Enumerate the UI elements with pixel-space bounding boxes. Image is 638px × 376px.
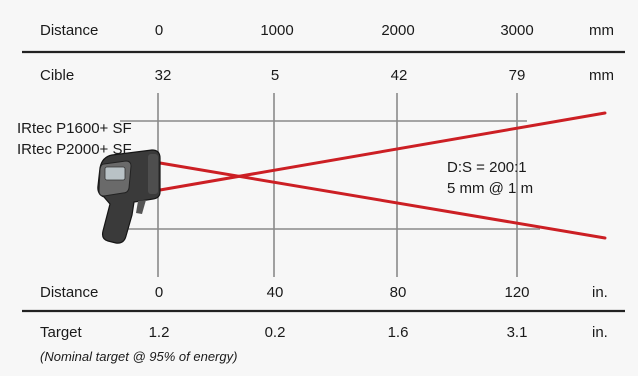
target-value-mm: 42 [391, 67, 408, 84]
beam-line-upper [158, 161, 607, 240]
target-label-cible: Cible [40, 67, 74, 84]
distance-value-in: 40 [267, 284, 284, 301]
ds-spot-line: 5 mm @ 1 m [447, 180, 533, 197]
target-value-in: 3.1 [507, 324, 528, 341]
beam-cone [158, 111, 607, 240]
grid-horizontals [120, 120, 540, 230]
target-value-mm: 5 [271, 67, 279, 84]
distance-value-mm: 1000 [260, 22, 293, 39]
distance-unit-mm: mm [589, 22, 614, 39]
nominal-target-note: (Nominal target @ 95% of energy) [40, 349, 237, 364]
target-value-mm: 32 [155, 67, 172, 84]
distance-value-mm: 0 [155, 22, 163, 39]
distance-value-in: 80 [390, 284, 407, 301]
model-names: IRtec P1600+ SF IRtec P2000+ SF [17, 120, 132, 158]
top-scale: Distance 0 1000 2000 3000 mm Cible 32 5 … [40, 22, 614, 84]
beam-line-lower [158, 111, 607, 192]
target-value-in: 1.2 [149, 324, 170, 341]
distance-label-bottom: Distance [40, 284, 98, 301]
target-unit-in: in. [592, 324, 608, 341]
target-unit-mm: mm [589, 67, 614, 84]
distance-value-mm: 2000 [381, 22, 414, 39]
distance-label-top: Distance [40, 22, 98, 39]
distance-value-in: 120 [504, 284, 529, 301]
target-value-mm: 79 [509, 67, 526, 84]
distance-value-in: 0 [155, 284, 163, 301]
model-name: IRtec P1600+ SF [17, 120, 132, 137]
ds-ratio: D:S = 200:1 5 mm @ 1 m [447, 159, 533, 197]
target-value-in: 0.2 [265, 324, 286, 341]
distance-value-mm: 3000 [500, 22, 533, 39]
ds-ratio-line: D:S = 200:1 [447, 159, 527, 176]
model-name: IRtec P2000+ SF [17, 141, 132, 158]
distance-unit-in: in. [592, 284, 608, 301]
bottom-scale: Distance 0 40 80 120 in. Target 1.2 0.2 … [40, 284, 608, 364]
ir-thermometer-icon [97, 149, 161, 244]
target-label: Target [40, 324, 83, 341]
target-value-in: 1.6 [388, 324, 409, 341]
